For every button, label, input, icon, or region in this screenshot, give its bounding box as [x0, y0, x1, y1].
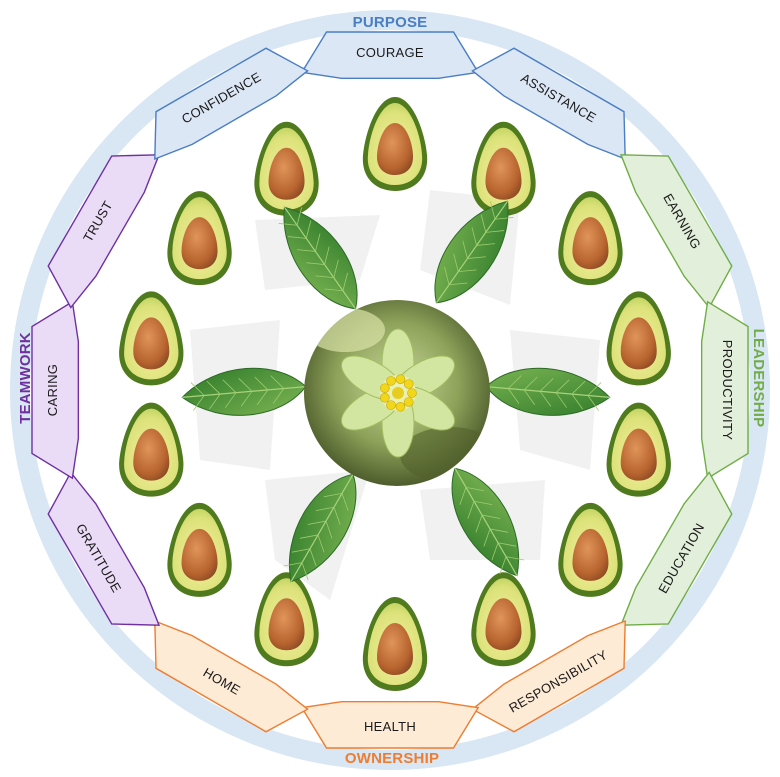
- category-label-leadership: LEADERSHIP: [750, 329, 767, 428]
- avocado-image: [119, 402, 184, 497]
- category-label-ownership: OWNERSHIP: [345, 750, 439, 767]
- avocado-image: [558, 502, 623, 597]
- avocado-image: [558, 191, 623, 286]
- leaf-image: [283, 473, 357, 583]
- avocado-ring: [119, 97, 671, 691]
- leaf-image: [181, 367, 307, 416]
- segment-trust: TRUST: [47, 154, 161, 309]
- avocado-image: [362, 97, 428, 191]
- avocado-image: [167, 502, 232, 597]
- center-flower-image: [304, 300, 490, 486]
- segment-label: HEALTH: [364, 719, 416, 734]
- segment-shape: [154, 47, 309, 161]
- avocado-image: [471, 572, 536, 667]
- category-label-teamwork: TEAMWORK: [17, 332, 34, 424]
- avocado-image: [471, 121, 536, 216]
- segment-caring: CARING: [31, 300, 80, 480]
- leaf-image: [434, 200, 514, 304]
- leaf-ring: [181, 200, 611, 583]
- leaf-image: [278, 206, 358, 310]
- leaf-image: [451, 467, 525, 577]
- avocado-image: [119, 291, 184, 386]
- segment-health: HEALTH: [300, 700, 480, 749]
- segment-label: CARING: [45, 364, 60, 416]
- avocado-image: [606, 291, 671, 386]
- leaf-image: [485, 367, 611, 416]
- segment-productivity: PRODUCTIVITY: [700, 300, 749, 480]
- outer-ring: [10, 10, 770, 770]
- avocado-image: [254, 121, 319, 216]
- avocado-image: [167, 191, 232, 286]
- segment-courage: COURAGE: [300, 31, 480, 80]
- avocado-image: [606, 402, 671, 497]
- segment-label: PRODUCTIVITY: [720, 340, 735, 440]
- category-label-purpose: PURPOSE: [353, 14, 428, 31]
- segment-label: COURAGE: [356, 45, 424, 60]
- avocado-image: [362, 597, 428, 691]
- avocado-image: [254, 572, 319, 667]
